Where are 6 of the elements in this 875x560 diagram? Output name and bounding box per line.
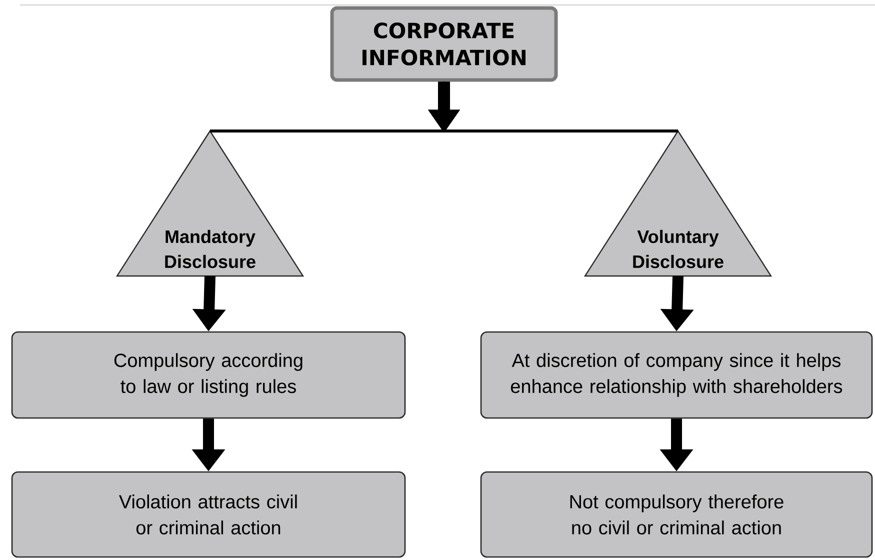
- title-box: CORPORATE INFORMATION: [330, 6, 558, 82]
- text-box: Compulsory according to law or listing rules: [11, 331, 406, 419]
- text-box: At discretion of company since it helps enhance relationship with shareholders: [480, 331, 873, 419]
- arrow: [428, 82, 678, 133]
- text-box: Not compulsory therefore no civil or criminal action: [480, 471, 873, 558]
- text-box: Violation attracts civil or criminal action: [11, 471, 406, 558]
